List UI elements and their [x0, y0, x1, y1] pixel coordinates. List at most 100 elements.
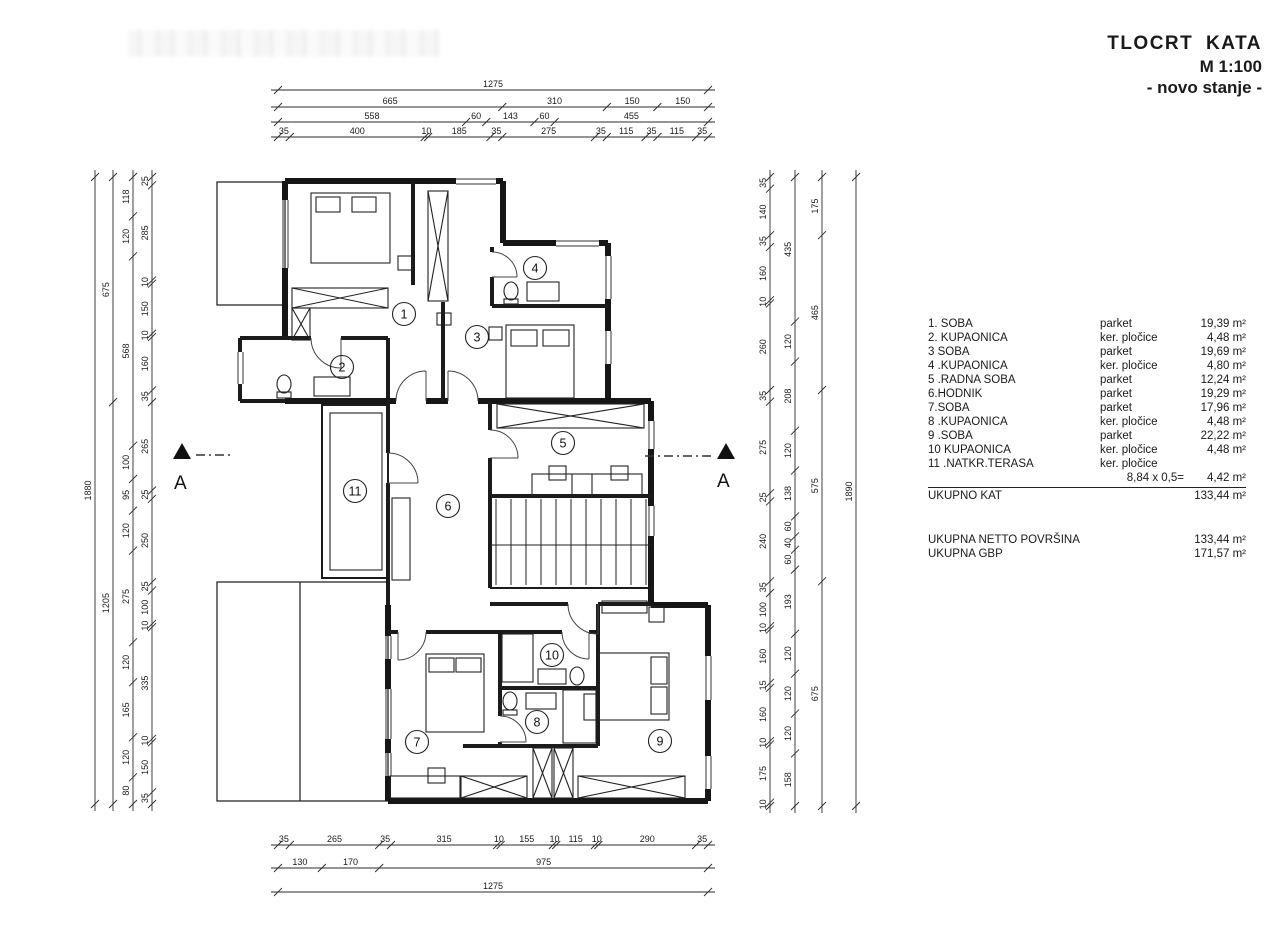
dimension-tick [548, 840, 558, 850]
room-number-text: 11 [349, 485, 362, 499]
legend-spacer [928, 503, 1246, 533]
dimension-label: 208 [783, 389, 793, 404]
section-label-right: A [717, 471, 730, 492]
dimension-tick [790, 532, 800, 541]
dimension-tick [765, 588, 775, 598]
dimension-tick [765, 397, 775, 406]
dimension-tick [590, 132, 600, 142]
dimension-label: 138 [783, 486, 793, 501]
dimension-tick [128, 638, 138, 647]
dimension-tick [147, 332, 157, 342]
desk-room5 [531, 473, 643, 496]
dimension-label: 95 [121, 490, 131, 500]
dimension-tick [653, 102, 662, 112]
room-area: 4,48 m² [1207, 416, 1246, 428]
dimension-label: 10 [421, 126, 431, 136]
dimension-tick [486, 132, 495, 142]
dimension-tick [765, 172, 775, 182]
section-line-a: A A [173, 443, 735, 494]
dimension-tick [147, 622, 157, 632]
room-number-badge: 5 [550, 430, 576, 456]
dimension-chain: 1275 [271, 79, 715, 95]
dimension-tick [765, 242, 775, 252]
section-label-left: A [174, 473, 187, 494]
dimension-tick [492, 840, 502, 850]
dimension-tick [765, 488, 775, 498]
dimension-label: 155 [519, 834, 534, 844]
legend-total-rule [928, 487, 1246, 488]
floor-type: 8,84 x 0,5= [1126, 472, 1184, 484]
dimension-label: 160 [758, 707, 768, 722]
sink-room10 [537, 668, 567, 685]
dimension-label: 60 [471, 111, 481, 121]
dimension-label: 1890 [844, 481, 854, 501]
dimension-tick [790, 669, 800, 679]
room-area: 4,42 m² [1207, 472, 1246, 484]
dimension-tick [765, 621, 775, 631]
dimension-tick [147, 172, 157, 182]
floor-type: parket [1100, 388, 1132, 400]
door-swings [310, 251, 599, 743]
dimension-tick [273, 840, 283, 850]
room-name: 7.SOBA [928, 402, 970, 414]
floor-type [1100, 489, 1184, 503]
dimension-label: 120 [783, 646, 793, 661]
room-name: 4 .KUPAONICA [928, 360, 1008, 372]
room-number-text: 9 [657, 735, 664, 749]
dimension-label: 60 [783, 521, 793, 531]
dimension-label: 80 [121, 786, 131, 796]
room-area: 171,57 m² [1194, 548, 1246, 560]
dimension-tick [691, 840, 701, 850]
dimension-label: 60 [540, 111, 550, 121]
dimension-tick [147, 577, 157, 587]
dimension-label: 120 [121, 655, 131, 670]
dimension-label: 25 [140, 176, 150, 186]
toilet-room2 [276, 374, 292, 394]
dimension-label: 193 [783, 594, 793, 609]
dimension-label: 15 [758, 680, 768, 690]
dimension-label: 675 [101, 282, 111, 297]
dimension-tick [147, 734, 157, 744]
dimension-tick [420, 132, 430, 142]
dimension-tick [147, 586, 157, 595]
floor-type: ker. pločice [1100, 444, 1158, 456]
dimension-tick [550, 117, 559, 127]
dimension-tick [317, 863, 327, 873]
room-area: 19,69 m² [1200, 346, 1246, 358]
dimension-tick [273, 887, 283, 897]
dimension-label: 25 [140, 581, 150, 591]
dimension-tick [273, 102, 283, 112]
dimension-tick [602, 102, 612, 112]
dimension-tick [147, 494, 157, 504]
dimension-tick [851, 172, 861, 182]
dimension-label: 25 [140, 490, 150, 500]
dimension-tick [765, 577, 775, 586]
exterior-walls [282, 178, 711, 804]
room-number-text: 10 [545, 649, 559, 663]
dimension-tick [285, 840, 295, 850]
sink-room2 [313, 376, 351, 397]
dimension-tick [790, 709, 800, 718]
dimension-label: 115 [619, 126, 633, 136]
room-number-badge: 4 [522, 255, 548, 281]
dimension-tick [817, 577, 827, 586]
dimension-label: 335 [140, 676, 150, 691]
dimension-label: 558 [365, 111, 380, 121]
dimension-tick [765, 740, 775, 749]
dimension-tick [273, 863, 283, 873]
dimension-label: 10 [758, 799, 768, 809]
room-number-text: 4 [532, 262, 539, 276]
dimension-tick [691, 132, 701, 142]
dimension-label: 10 [758, 297, 768, 307]
dimension-label: 143 [503, 111, 518, 121]
dimension-chain: 1890 [844, 170, 861, 813]
room-number-circle [522, 255, 548, 281]
